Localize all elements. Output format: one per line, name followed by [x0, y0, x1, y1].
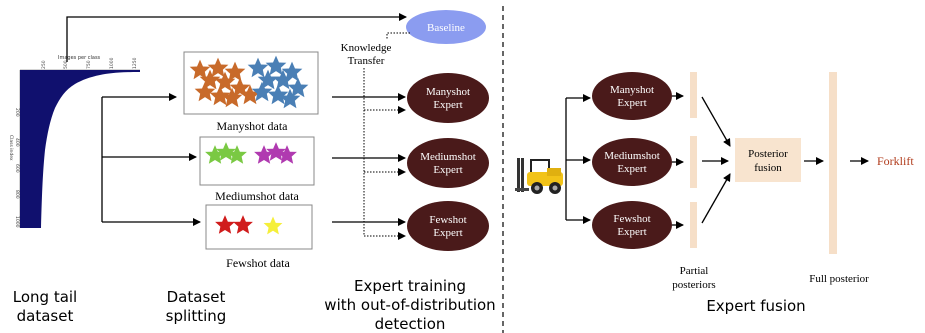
train-fewshot-expert — [407, 201, 489, 251]
knowledge-transfer-dotted — [386, 32, 410, 40]
baseline-arrow — [66, 13, 407, 62]
histogram-left-axis-label: Class index — [8, 135, 14, 161]
top-tick-1000: 1000 — [109, 57, 115, 69]
training-caption-line1: Expert training — [354, 277, 466, 295]
knowledge-transfer-line1: Knowledge — [341, 42, 392, 54]
left-tick-800: 800 — [14, 190, 20, 199]
top-tick-250: 250 — [41, 60, 47, 69]
partial-posteriors-line1: Partial — [680, 265, 709, 277]
long-tail-histogram: Images per class 250 500 750 1000 1250 2… — [8, 55, 140, 228]
posterior-fusion-box — [735, 138, 801, 182]
top-tick-1250: 1250 — [132, 57, 138, 69]
top-tick-500: 500 — [63, 60, 69, 69]
train-arrows — [332, 93, 406, 226]
fusion-manyshot-expert — [592, 72, 672, 120]
manyshot-data-label: Manyshot data — [217, 119, 289, 133]
train-manyshot-line1: Manyshot — [426, 86, 470, 98]
left-tick-1000: 1000 — [14, 216, 20, 228]
training-caption-line2: with out-of-distribution — [324, 296, 495, 314]
long-tail-caption-line2: dataset — [17, 307, 74, 325]
histogram-left-ticks: 200 400 600 800 1000 — [14, 108, 20, 228]
partial-to-fusion-arrows — [701, 96, 731, 224]
partial-posterior-few — [690, 202, 697, 248]
train-mediumshot-line2: Expert — [433, 164, 462, 176]
posterior-fusion-line1: Posterior — [748, 148, 788, 160]
fusion-fewshot-line1: Fewshot — [613, 213, 650, 225]
fusion-fewshot-expert — [592, 201, 672, 249]
histogram-top-ticks: 250 500 750 1000 1250 — [41, 57, 138, 69]
train-fewshot-line1: Fewshot — [429, 214, 466, 226]
knowledge-transfer-line2: Transfer — [348, 55, 385, 67]
left-tick-600: 600 — [14, 164, 20, 173]
mediumshot-data-label: Mediumshot data — [215, 189, 299, 203]
partial-posterior-medium — [690, 136, 697, 188]
manyshot-data-box — [183, 51, 319, 115]
expert-fusion-caption: Expert fusion — [706, 297, 805, 315]
train-mediumshot-line1: Mediumshot — [420, 151, 476, 163]
dataset-caption-line2: splitting — [166, 307, 227, 325]
left-tick-200: 200 — [14, 108, 20, 117]
partial-posterior-many — [690, 72, 697, 118]
fusion-fewshot-line2: Expert — [617, 226, 646, 238]
forklift-image — [515, 158, 563, 194]
dataset-caption-line1: Dataset — [167, 288, 226, 306]
fusion-manyshot-line1: Manyshot — [610, 84, 654, 96]
fusion-mediumshot-line2: Expert — [617, 163, 646, 175]
fusion-mediumshot-expert — [592, 138, 672, 186]
training-caption-line3: detection — [375, 315, 446, 333]
train-manyshot-line2: Expert — [433, 99, 462, 111]
fusion-mediumshot-line1: Mediumshot — [604, 150, 660, 162]
train-fewshot-line2: Expert — [433, 227, 462, 239]
fusion-manyshot-line2: Expert — [617, 97, 646, 109]
ood-dotted-arrows — [363, 68, 406, 240]
posterior-fusion-line2: fusion — [754, 162, 782, 174]
expert-to-partial-arrows — [672, 92, 684, 229]
fusion-input-arrows — [565, 94, 591, 224]
fewshot-data-label: Fewshot data — [226, 256, 290, 270]
split-arrows — [101, 93, 201, 226]
histogram-top-label: Images per class — [58, 55, 101, 61]
baseline-label: Baseline — [427, 22, 465, 34]
partial-posteriors-line2: posteriors — [672, 279, 715, 291]
output-label: Forklift — [877, 154, 914, 168]
top-tick-750: 750 — [86, 60, 92, 69]
baseline-node — [406, 10, 486, 44]
full-posterior-bar — [829, 72, 837, 254]
train-mediumshot-expert — [407, 138, 489, 188]
full-posterior-label: Full posterior — [809, 273, 869, 285]
histogram-area — [20, 70, 140, 228]
left-tick-400: 400 — [14, 138, 20, 147]
long-tail-caption-line1: Long tail — [13, 288, 77, 306]
train-manyshot-expert — [407, 73, 489, 123]
